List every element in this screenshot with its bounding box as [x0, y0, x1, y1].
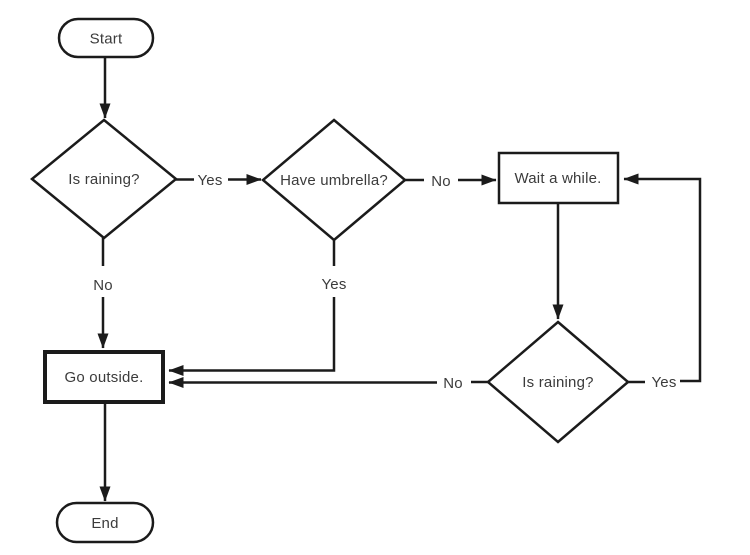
process-wait-a-while [497, 151, 620, 205]
process-go-outside-label: Go outside. [65, 369, 144, 386]
edge-label-umbrella-yes: Yes [321, 276, 346, 293]
decision-is-raining-first-label: Is raining? [68, 171, 139, 188]
end-node [55, 501, 155, 544]
edge-raining2-yes-loop-arrow [623, 173, 702, 383]
decision-have-umbrella-label: Have umbrella? [280, 172, 388, 189]
edge-label-raining1-yes: Yes [197, 172, 222, 189]
edge-label-raining1-no: No [93, 277, 113, 294]
decision-is-raining-first [30, 118, 178, 240]
edge-label-umbrella-no: No [431, 173, 451, 190]
edge-label-raining2-no: No [443, 375, 463, 392]
process-go-outside [43, 350, 165, 404]
decision-is-raining-second [486, 320, 630, 444]
decision-is-raining-second-label: Is raining? [522, 374, 593, 391]
process-wait-a-while-label: Wait a while. [514, 170, 601, 187]
start-node-label: Start [90, 31, 123, 48]
end-node-label: End [91, 515, 118, 532]
edge-umbrella-yes-arrow [168, 297, 336, 376]
edge-label-raining2-yes: Yes [651, 374, 676, 391]
decision-have-umbrella [261, 118, 407, 242]
start-node [57, 17, 155, 59]
